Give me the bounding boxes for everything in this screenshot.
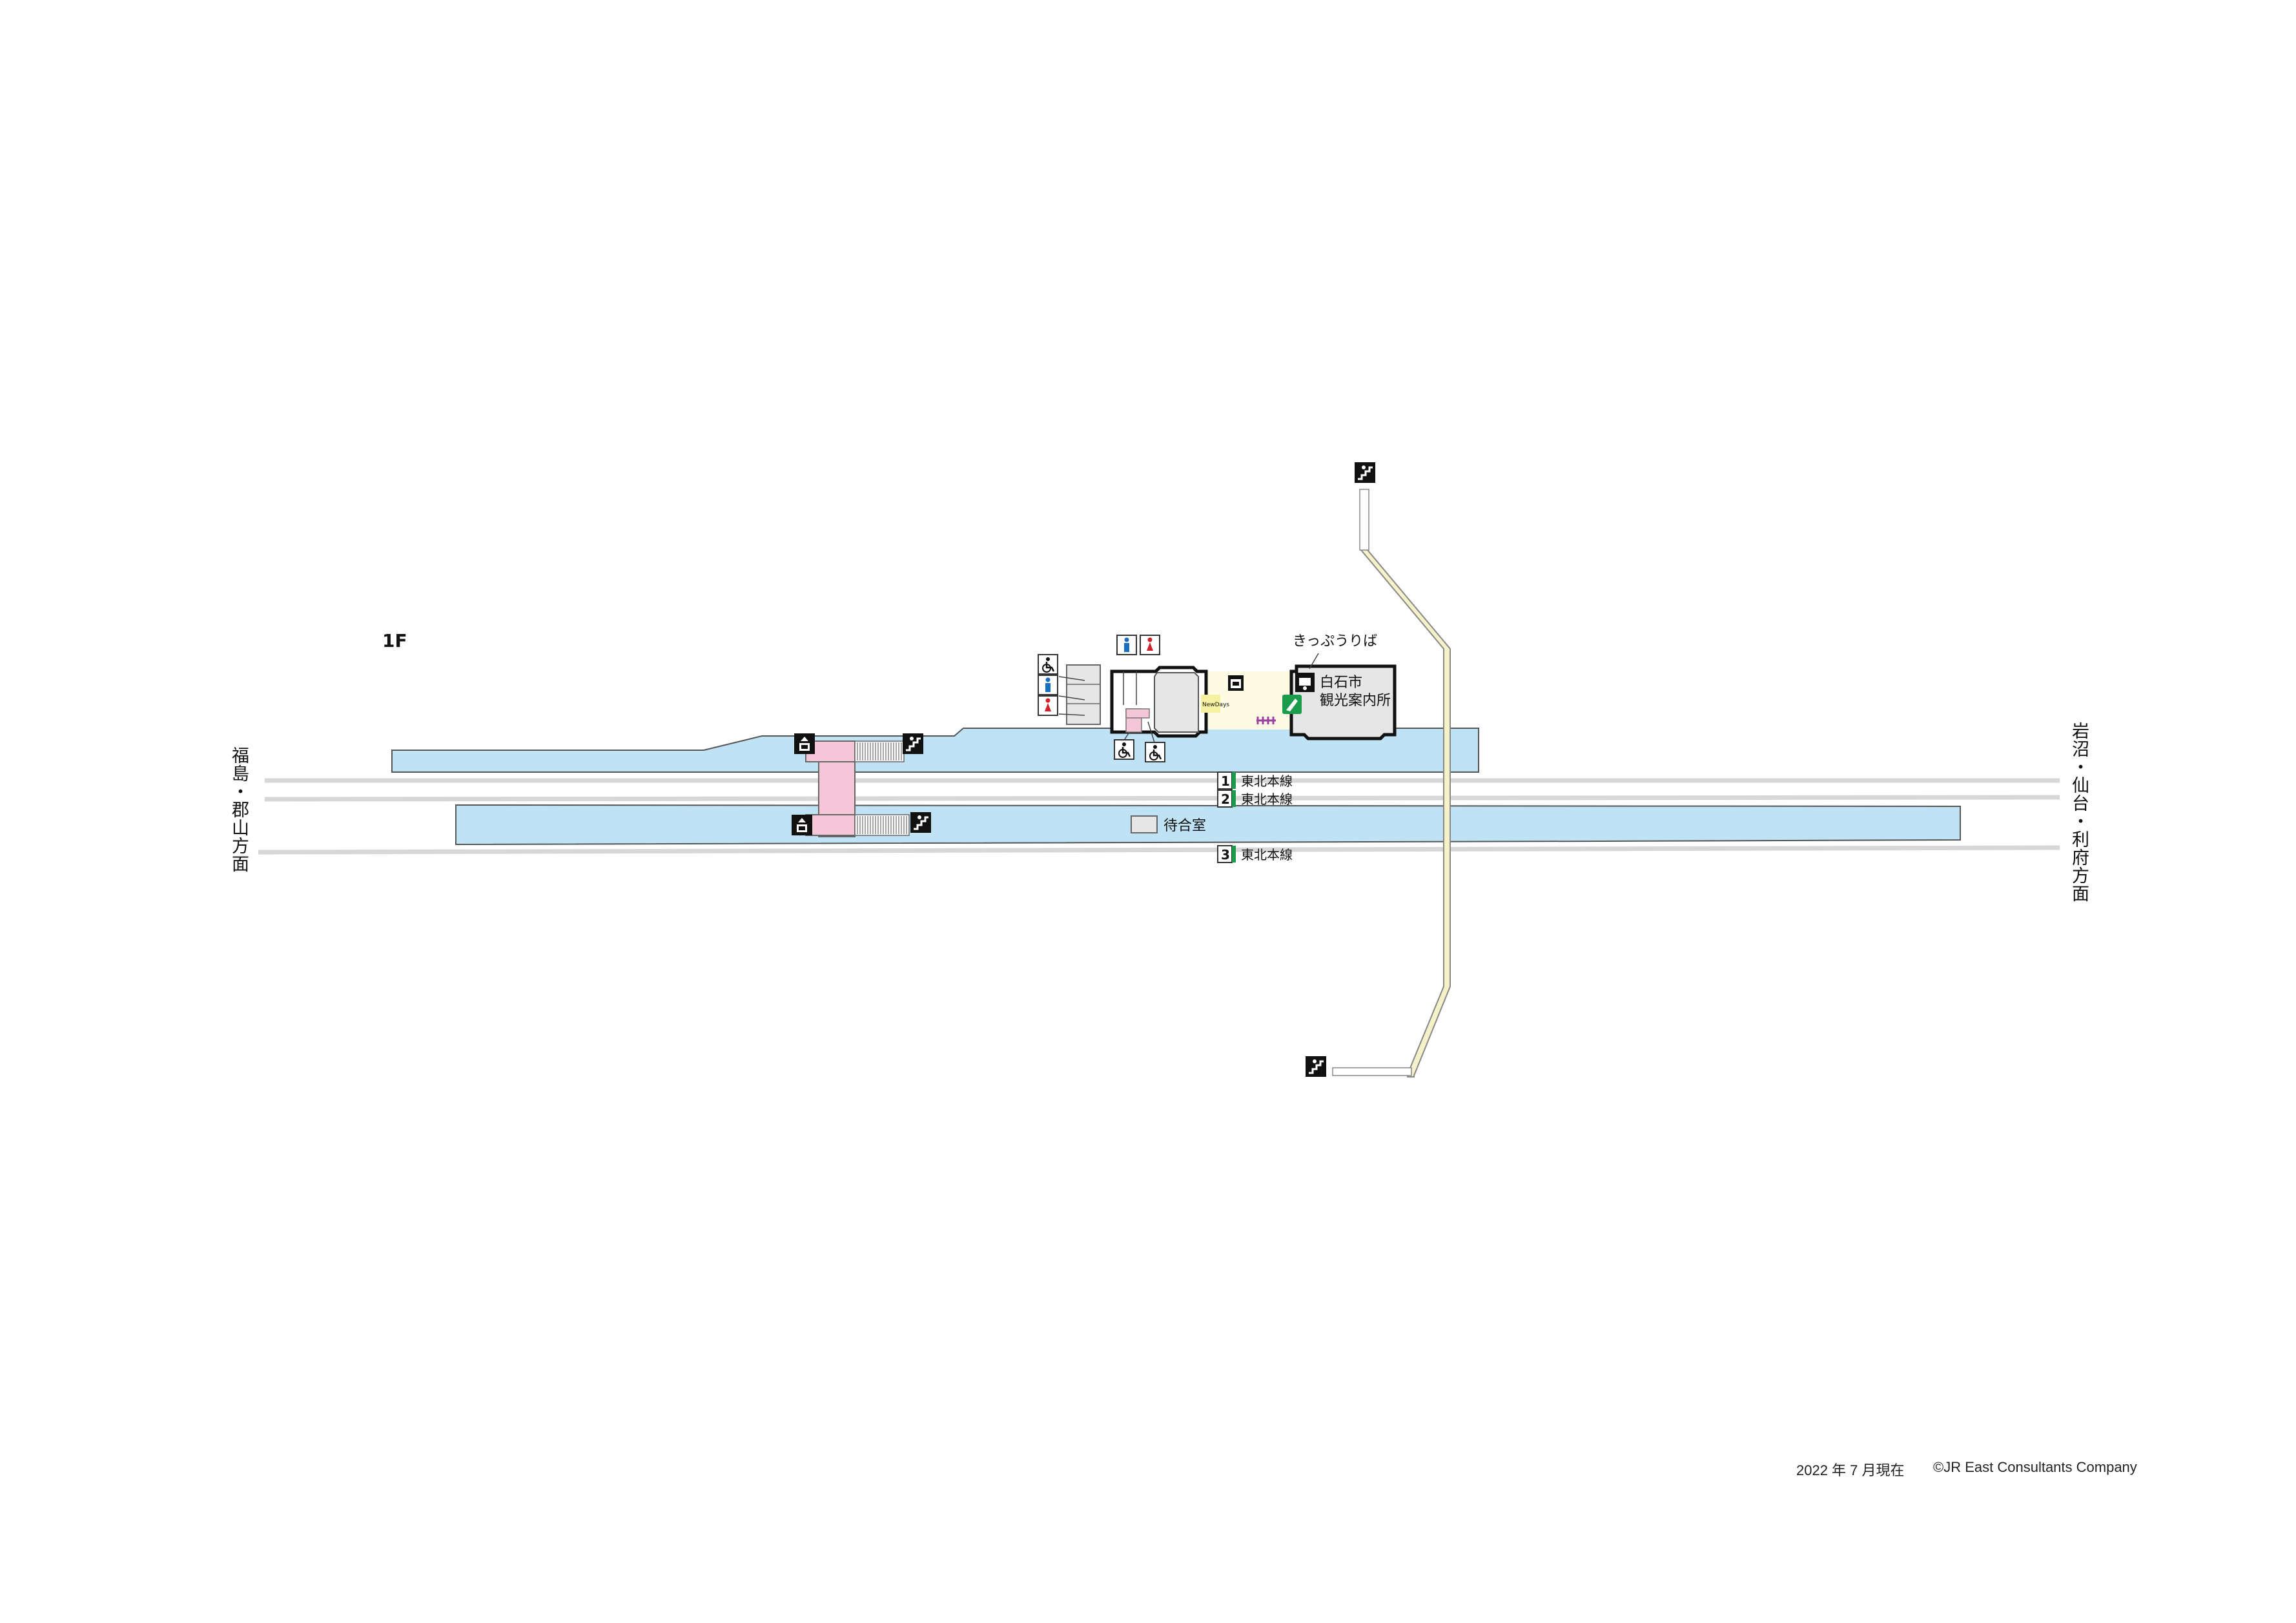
tourist-info-line2: 観光案内所 [1320, 693, 1391, 709]
free-passage-stairs-north [1359, 489, 1369, 551]
wheelchair-icon [1038, 654, 1058, 675]
free-passage [1332, 489, 1451, 1077]
stairs-icon [1355, 462, 1375, 483]
wheelchair-icon [1145, 742, 1165, 762]
store-icon: NewDays [1201, 695, 1229, 713]
female-toilet-icon [1140, 635, 1160, 655]
free-passage-stairs-south [1332, 1067, 1412, 1076]
track-number-3: 3 [1221, 847, 1230, 863]
restroom-icons [1038, 635, 1165, 762]
building-east [1289, 664, 1397, 740]
direction-left: 福島・郡山方面 [229, 746, 249, 873]
platform-1 [391, 728, 1479, 773]
ticket-office-label: きっぷうりば [1293, 633, 1377, 649]
waiting-room: 待合室 [1131, 815, 1206, 834]
ticket-gate-icon [1256, 717, 1276, 724]
ticket-office-icon [1295, 673, 1315, 692]
track-number-1: 1 [1221, 773, 1230, 789]
overpass [805, 740, 856, 837]
track-label-2: 2 東北本線 [1217, 790, 1293, 808]
track-label-1: 1 東北本線 [1217, 771, 1293, 790]
male-toilet-icon [1116, 635, 1137, 655]
building-core [1154, 672, 1199, 733]
station-building: NewDays 白石市 観光案内所 きっぷうりば [1058, 633, 1397, 743]
track-label-3: 3 東北本線 [1217, 845, 1293, 863]
stairs-icon [910, 812, 931, 833]
male-toilet-icon [1038, 675, 1058, 695]
elevator-icon [792, 815, 812, 835]
stairs-bottom [854, 814, 910, 836]
direction-right: 岩沼・仙台・利府方面 [2069, 722, 2089, 903]
footer-copyright: ©JR East Consultants Company [1933, 1459, 2137, 1475]
stairs-icon [1306, 1056, 1326, 1077]
green-window-icon [1282, 695, 1302, 714]
tracks [258, 778, 2060, 855]
female-toilet-icon [1038, 695, 1058, 716]
newdays-label: NewDays [1202, 702, 1229, 708]
wheelchair-icon [1114, 739, 1134, 760]
track-line-2: 東北本線 [1241, 791, 1293, 807]
overpass-landing-bottom [805, 814, 856, 836]
track-line-3: 東北本線 [1241, 847, 1293, 863]
floor-label: 1F [382, 630, 407, 651]
stairs-icon [903, 733, 923, 754]
track-3 [258, 845, 2060, 855]
waiting-room-label: 待合室 [1163, 818, 1206, 834]
tourist-info-line1: 白石市 [1320, 675, 1362, 691]
track-line-1: 東北本線 [1241, 773, 1293, 789]
platform-2-3 [455, 804, 1961, 846]
ticket-machine-icon [1228, 675, 1244, 691]
footer-date: 2022 年 7 月現在 [1796, 1462, 1905, 1478]
elevator-icon [794, 733, 815, 754]
track-2 [264, 795, 2060, 802]
track-number-2: 2 [1221, 791, 1230, 807]
